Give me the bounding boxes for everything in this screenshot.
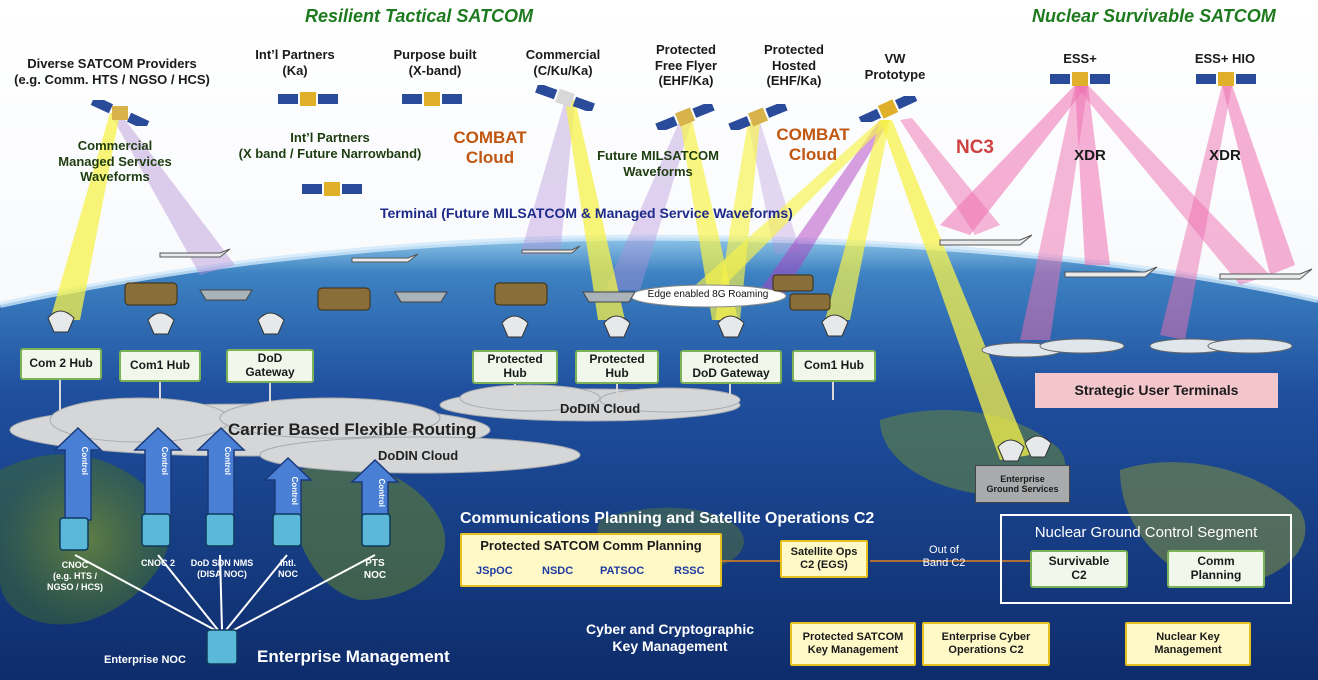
noc-label: PTS NOC bbox=[363, 558, 387, 581]
future-milsatcom-label: Future MILSATCOM Waveforms bbox=[597, 148, 719, 179]
hub-label: DoD Gateway bbox=[245, 351, 295, 379]
control-label: Control bbox=[80, 446, 90, 476]
control-label: Control bbox=[377, 478, 387, 508]
enterprise-ground-services: Enterprise Ground Services bbox=[975, 465, 1070, 503]
nuclear-ground-title: Nuclear Ground Control Segment bbox=[1034, 524, 1258, 541]
comm-planning-box: Comm Planning bbox=[1167, 550, 1265, 588]
combat-cloud-label-2: COMBAT Cloud bbox=[776, 125, 850, 165]
control-label: Control bbox=[290, 476, 300, 506]
hub-box: Com 2 Hub bbox=[20, 348, 102, 380]
hub-box: Protected DoD Gateway bbox=[680, 350, 782, 384]
combat-cloud-label-1: COMBAT Cloud bbox=[453, 128, 527, 168]
survivable-c2-box: Survivable C2 bbox=[1030, 550, 1128, 588]
dodin-cloud-upper-label: DoDIN Cloud bbox=[560, 401, 641, 416]
dodin-cloud-lower-label: DoDIN Cloud bbox=[378, 448, 459, 463]
hub-box: Protected Hub bbox=[575, 350, 659, 384]
enterprise-management-label: Enterprise Management bbox=[257, 647, 450, 666]
nuclear-key-label: Nuclear Key Management bbox=[1154, 630, 1222, 656]
survivable-c2-label: Survivable C2 bbox=[1048, 554, 1110, 582]
carrier-routing-label: Carrier Based Flexible Routing bbox=[228, 420, 477, 439]
satellite-icon bbox=[1050, 72, 1110, 86]
satellite-icon bbox=[655, 104, 715, 130]
control-label: Control bbox=[223, 446, 233, 476]
resilient-tactical-header: Resilient Tactical SATCOM bbox=[305, 6, 534, 26]
hub-box: DoD Gateway bbox=[226, 349, 314, 383]
diverse-providers-label: Diverse SATCOM Providers (e.g. Comm. HTS… bbox=[14, 56, 210, 87]
planning-item: RSSC bbox=[674, 565, 705, 577]
hub-box: Protected Hub bbox=[472, 350, 558, 384]
noc-label: CNOC (e.g. HTS / NGSO / HCS) bbox=[46, 560, 103, 592]
satellite-icon bbox=[302, 182, 362, 196]
nuclear-ground-control-segment: Nuclear Ground Control Segment Survivabl… bbox=[1000, 514, 1292, 604]
planning-title: Protected SATCOM Comm Planning bbox=[480, 538, 702, 553]
strategic-terminals-label: Strategic User Terminals bbox=[1074, 382, 1239, 399]
planning-item: NSDC bbox=[542, 565, 574, 577]
cyber-ops-label: Enterprise Cyber Operations C2 bbox=[941, 630, 1031, 656]
strategic-user-terminals: Strategic User Terminals bbox=[1035, 373, 1278, 408]
hub-label: Com1 Hub bbox=[804, 358, 864, 373]
nuclear-survivable-header: Nuclear Survivable SATCOM bbox=[1032, 6, 1276, 26]
hub-box: Com1 Hub bbox=[792, 350, 876, 382]
cyber-key-label: Cyber and Cryptographic Key Management bbox=[585, 621, 755, 654]
hub-label: Protected Hub bbox=[589, 352, 645, 380]
noc-label: CNOC 2 bbox=[140, 558, 175, 568]
ess-label: ESS+ bbox=[1063, 51, 1097, 66]
intl-partners-x-label: Int’l Partners (X band / Future Narrowba… bbox=[238, 130, 422, 161]
enterprise-noc-label: Enterprise NOC bbox=[104, 654, 186, 666]
control-label: Control bbox=[160, 446, 170, 476]
hub-label: Protected DoD Gateway bbox=[692, 352, 770, 380]
commercial-label: Commercial (C/Ku/Ka) bbox=[525, 47, 601, 78]
hub-label: Com 2 Hub bbox=[29, 356, 93, 371]
comms-planning-title: Communications Planning and Satellite Op… bbox=[460, 510, 875, 527]
out-of-band-label: Out of Band C2 bbox=[922, 544, 966, 570]
xdr-label-2: XDR bbox=[1209, 147, 1241, 164]
planning-item: PATSOC bbox=[600, 565, 645, 577]
satellite-ops-label: Satellite Ops C2 (EGS) bbox=[790, 545, 858, 571]
xdr-label-1: XDR bbox=[1074, 147, 1106, 164]
protected-satcom-planning-box: Protected SATCOM Comm Planning JSpOC NSD… bbox=[460, 533, 722, 587]
noc-label: DoD SDN NMS (DISA NOC) bbox=[190, 558, 254, 579]
vw-prototype-label: VW Prototype bbox=[864, 51, 926, 82]
terminal-label: Terminal (Future MILSATCOM & Managed Ser… bbox=[380, 205, 793, 221]
planning-item: JSpOC bbox=[476, 565, 513, 577]
ess-hio-label: ESS+ HIO bbox=[1194, 51, 1256, 66]
satellite-icon bbox=[402, 92, 462, 106]
hub-label: Protected Hub bbox=[487, 352, 543, 380]
satellite-icon bbox=[858, 96, 918, 122]
nc3-label: NC3 bbox=[955, 137, 994, 158]
hosted-label: Protected Hosted (EHF/Ka) bbox=[764, 42, 824, 89]
protected-key-label: Protected SATCOM Key Management bbox=[802, 630, 904, 656]
noc-label: Intl. NOC bbox=[278, 558, 298, 579]
satellite-icon bbox=[535, 85, 595, 111]
edge-roaming-label: Edge enabled 8G Roaming bbox=[647, 289, 769, 300]
cyber-operations-box: Enterprise Cyber Operations C2 bbox=[922, 622, 1050, 666]
satellite-icon bbox=[90, 100, 150, 126]
comm-planning-label: Comm Planning bbox=[1190, 554, 1242, 582]
protected-key-management-box: Protected SATCOM Key Management bbox=[790, 622, 916, 666]
satellite-ops-box: Satellite Ops C2 (EGS) bbox=[780, 540, 868, 578]
satellite-icon bbox=[278, 92, 338, 106]
nuclear-key-management-box: Nuclear Key Management bbox=[1125, 622, 1251, 666]
satellite-icon bbox=[1196, 72, 1256, 86]
enterprise-ground-label: Enterprise Ground Services bbox=[986, 473, 1059, 494]
satellite-icon bbox=[728, 104, 788, 130]
purpose-built-label: Purpose built (X-band) bbox=[393, 47, 477, 78]
hub-label: Com1 Hub bbox=[130, 358, 190, 373]
hub-box: Com1 Hub bbox=[119, 350, 201, 382]
commercial-waveforms-label: Commercial Managed Services Waveforms bbox=[58, 138, 172, 185]
intl-partners-ka-label: Int’l Partners (Ka) bbox=[255, 47, 335, 78]
free-flyer-label: Protected Free Flyer (EHF/Ka) bbox=[654, 42, 718, 89]
